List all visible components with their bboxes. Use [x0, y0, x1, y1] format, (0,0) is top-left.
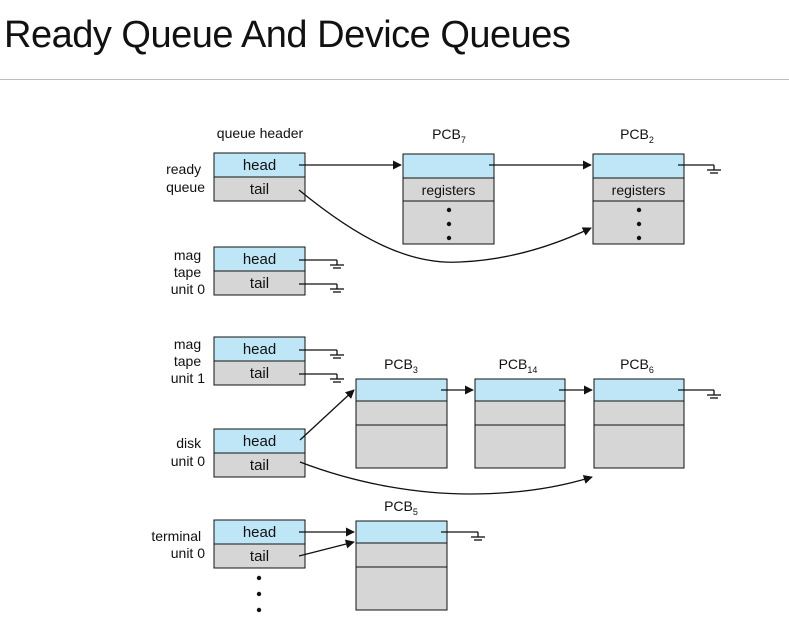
pcb-label: PCB5 — [384, 498, 418, 517]
tail-cell-label: tail — [250, 548, 269, 565]
queue-label-line: disk — [176, 435, 202, 451]
queue-label-line: unit 0 — [171, 453, 205, 469]
pcb-pointer-cell — [355, 520, 448, 544]
pcb-pointer-cell — [474, 378, 566, 402]
head-cell-label: head — [243, 433, 276, 450]
ellipsis-dot — [636, 221, 642, 227]
head-cell-label: head — [243, 341, 276, 358]
registers-label: registers — [612, 182, 666, 198]
pcb-subscript: 3 — [413, 365, 418, 375]
pcb-subscript: 7 — [461, 135, 466, 145]
pcb-subscript: 5 — [413, 507, 418, 517]
tail-cell — [213, 176, 306, 202]
pcb-3: PCB3 — [355, 356, 448, 469]
slide-title: Ready Queue And Device Queues — [4, 14, 571, 56]
registers-label: registers — [422, 182, 476, 198]
ready-queue: ready queue head tail — [166, 152, 306, 202]
ellipsis-dot — [446, 221, 452, 227]
null-ground-icon — [299, 259, 344, 269]
link-arrow — [299, 389, 355, 441]
pcb-14: PCB14 — [474, 356, 566, 469]
tail-cell-label: tail — [250, 457, 269, 474]
terminal-unit-0-queue: terminal unit 0 head tail — [151, 519, 306, 569]
queue-label-line: unit 0 — [171, 545, 205, 561]
head-cell-label: head — [243, 157, 276, 174]
pcb-label: PCB2 — [620, 126, 654, 145]
tail-link-arrow — [298, 189, 592, 263]
pcb-subscript: 6 — [649, 365, 654, 375]
pcb-pointer-cell — [592, 153, 685, 179]
null-ground-icon — [299, 373, 344, 383]
pcb-subscript: 14 — [527, 365, 537, 375]
tail-cell-label: tail — [250, 181, 269, 198]
pcb-5: PCB5 — [355, 498, 448, 611]
queue-label: ready queue — [166, 161, 205, 195]
null-ground-icon — [299, 349, 344, 359]
null-ground-icon — [441, 531, 485, 541]
tail-cell — [213, 270, 306, 296]
null-ground-icon — [678, 164, 721, 174]
ellipsis-dot — [636, 235, 642, 241]
mag-tape-unit-1-queue: mag tape unit 1 head tail — [171, 336, 344, 386]
pcb-label: PCB3 — [384, 356, 418, 375]
queue-label: disk unit 0 — [171, 435, 205, 469]
pcb-subscript: 2 — [649, 135, 654, 145]
queue-label-line: ready — [166, 161, 201, 177]
mag-tape-unit-0-queue: mag tape unit 0 head tail — [171, 246, 344, 297]
pcb-6: PCB6 — [593, 356, 685, 469]
tail-link-arrow — [298, 539, 355, 557]
pcb-name: PCB — [620, 126, 649, 142]
queue-label-line: unit 0 — [171, 281, 205, 297]
null-ground-icon — [678, 389, 721, 399]
head-cell — [213, 152, 306, 178]
ellipsis-dot — [446, 207, 452, 213]
pcb-pointer-cell — [593, 378, 685, 402]
tail-cell-label: tail — [250, 365, 269, 382]
pcb-2: PCB2 registers — [592, 126, 685, 245]
queue-label-line: unit 1 — [171, 370, 205, 386]
pcb-pointer-cell — [355, 378, 448, 402]
tail-cell — [213, 360, 306, 386]
pcb-label: PCB7 — [432, 126, 466, 145]
queue-header-label: queue header — [217, 125, 304, 141]
queue-label-line: queue — [166, 179, 205, 195]
ellipsis-dot — [636, 207, 642, 213]
queue-label: mag tape unit 0 — [171, 247, 205, 297]
queue-label-line: mag — [174, 247, 201, 263]
pcb-pointer-cell — [402, 153, 495, 179]
queue-label-line: tape — [174, 264, 201, 280]
head-cell — [213, 428, 306, 454]
pcb-7: PCB7 registers — [402, 126, 495, 245]
pcb-name: PCB — [620, 356, 649, 372]
queue-label-line: mag — [174, 336, 201, 352]
tail-link-arrow — [299, 461, 593, 495]
null-ground-icon — [299, 283, 344, 293]
queue-label: mag tape unit 1 — [171, 336, 205, 386]
pcb-label: PCB14 — [499, 356, 538, 375]
pcb-label: PCB6 — [620, 356, 654, 375]
pcb-name: PCB — [499, 356, 528, 372]
pcb-name: PCB — [432, 126, 461, 142]
head-cell-label: head — [243, 251, 276, 268]
title-divider — [0, 79, 789, 80]
tail-cell — [213, 543, 306, 569]
tail-cell — [213, 452, 306, 478]
tail-cell-label: tail — [250, 275, 269, 292]
pcb-name: PCB — [384, 356, 413, 372]
queue-label-line: terminal — [151, 528, 201, 544]
head-cell — [213, 246, 306, 272]
ellipsis-dot — [446, 235, 452, 241]
queue-label-line: tape — [174, 353, 201, 369]
disk-unit-0-queue: disk unit 0 head tail — [171, 428, 306, 478]
queue-label: terminal unit 0 — [151, 528, 205, 561]
continuation-ellipsis — [256, 575, 262, 613]
pcb-name: PCB — [384, 498, 413, 514]
head-cell-label: head — [243, 524, 276, 541]
